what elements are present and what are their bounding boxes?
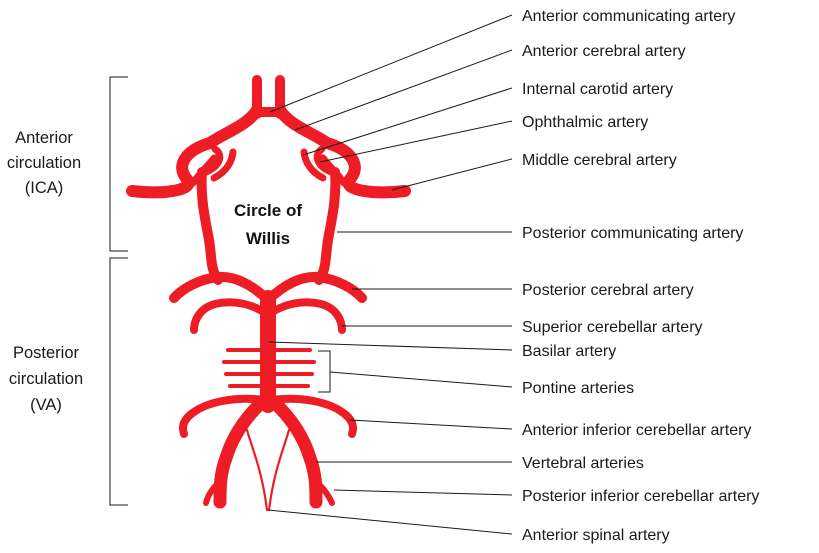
label-posterior-communicating-artery: Posterior communicating artery (522, 225, 743, 242)
svg-text:circulation: circulation (9, 370, 83, 388)
artery-illustration (132, 80, 405, 510)
middle-cerebral-artery-shape (132, 143, 405, 192)
label-posterior-inferior-cerebellar-artery: Posterior inferior cerebellar artery (522, 488, 759, 505)
label-posterior-cerebral-artery: Posterior cerebral artery (522, 282, 694, 299)
anterior-circulation-label: Anterior circulation (ICA) (7, 129, 81, 197)
label-anterior-spinal-artery: Anterior spinal artery (522, 527, 670, 544)
svg-text:Anterior: Anterior (15, 129, 73, 147)
label-vertebral-arteries: Vertebral arteries (522, 455, 644, 472)
svg-text:circulation: circulation (7, 154, 81, 172)
leader-anterior-cerebral (295, 50, 512, 130)
ophthalmic-artery-shape (206, 149, 331, 178)
posterior-circulation-label: Posterior circulation (VA) (9, 344, 83, 414)
label-basilar-artery: Basilar artery (522, 343, 616, 360)
anterior-circulation-bracket (110, 77, 128, 251)
label-superior-cerebellar-artery: Superior cerebellar artery (522, 319, 703, 336)
leader-anterior-spinal (268, 510, 512, 534)
leader-posterior-inferior-cerebellar (334, 490, 512, 495)
svg-text:(ICA): (ICA) (25, 179, 64, 197)
center-label-line-1: Circle of (234, 201, 302, 220)
svg-text:Posterior: Posterior (13, 344, 80, 362)
label-internal-carotid-artery: Internal carotid artery (522, 81, 673, 98)
label-ophthalmic-artery: Ophthalmic artery (522, 114, 648, 131)
label-anterior-inferior-cerebellar-artery: Anterior inferior cerebellar artery (522, 422, 751, 439)
pontine-bracket (318, 351, 330, 392)
label-middle-cerebral-artery: Middle cerebral artery (522, 152, 677, 169)
leader-anterior-inferior-cerebellar (350, 420, 512, 429)
artery-labels: Anterior communicating artery Anterior c… (522, 8, 759, 544)
leader-middle-cerebral (392, 159, 512, 190)
posterior-circulation-bracket (110, 258, 128, 505)
leader-internal-carotid (303, 88, 512, 155)
label-anterior-communicating-artery: Anterior communicating artery (522, 8, 735, 25)
posterior-communicating-artery-shape (202, 172, 336, 280)
leader-pontine (330, 372, 512, 387)
center-label-line-2: Willis (246, 229, 290, 248)
circle-of-willis-label: Circle of Willis (234, 201, 302, 248)
label-anterior-cerebral-artery: Anterior cerebral artery (522, 43, 686, 60)
leader-ophthalmic (320, 121, 512, 162)
svg-text:(VA): (VA) (30, 396, 62, 414)
anterior-spinal-artery-shape (247, 430, 289, 510)
vertebral-arteries-shape (220, 402, 316, 502)
label-pontine-arteries: Pontine arteries (522, 380, 634, 397)
